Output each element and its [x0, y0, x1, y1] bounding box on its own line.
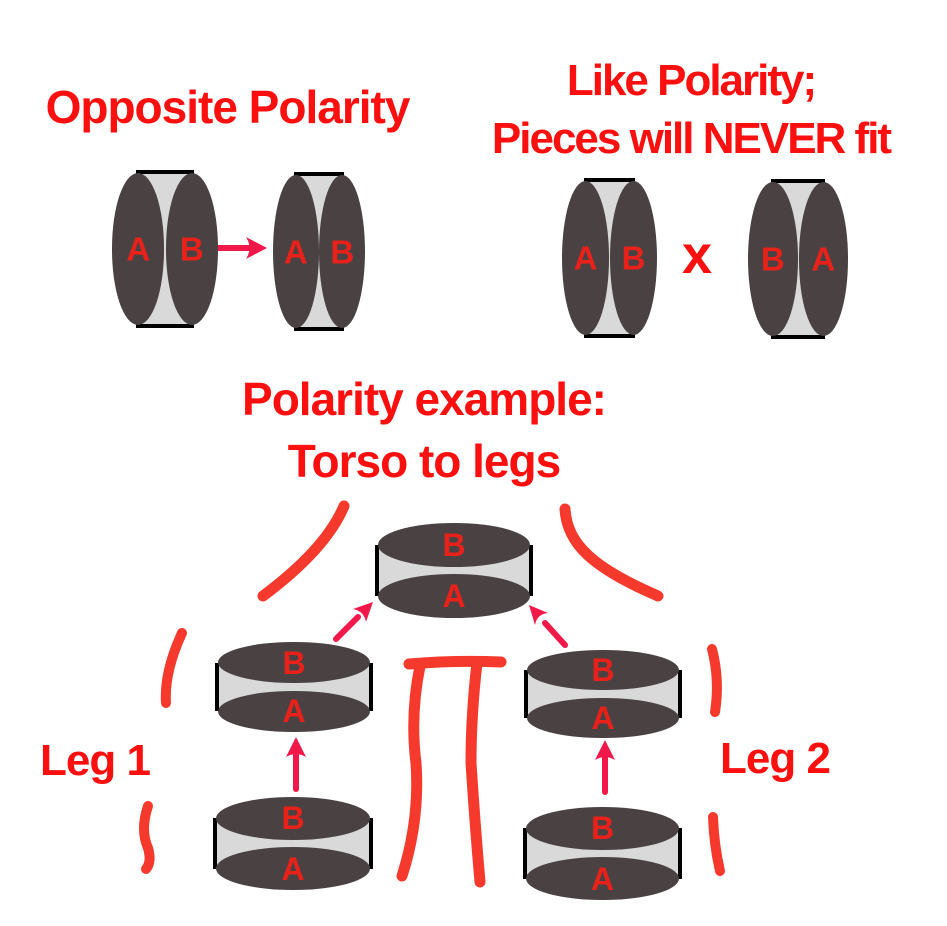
leg1-outer-upper-stroke [160, 628, 187, 708]
polarity-label: A [282, 693, 306, 730]
opposite-polarity-title: Opposite Polarity [45, 81, 411, 133]
polarity-example-title: Polarity example: Torso to legs [154, 368, 694, 492]
polarity-example-title-line1: Polarity example: [242, 373, 607, 425]
piece-face-top [526, 807, 679, 850]
piece-face-right [319, 175, 365, 328]
piece-face-bottom [526, 857, 679, 900]
polarity-label: A [811, 240, 836, 278]
like-polarity-title: Like Polarity; Pieces will NEVER fit [445, 52, 937, 168]
leg1-outer-lower-stroke [139, 801, 155, 874]
leg2-to-torso-arrow-head [529, 605, 548, 625]
piece-like-right: B A [748, 179, 848, 339]
polarity-label: B [621, 239, 646, 277]
polarity-label: B [179, 230, 204, 268]
piece-leg1-lower: B A [213, 797, 373, 890]
piece-face-right [798, 182, 848, 336]
polarity-label: B [282, 644, 306, 681]
leg1-to-torso-arrow [333, 602, 373, 642]
leg2-to-torso-arrow [529, 605, 568, 648]
leg1-to-torso-arrow-head [353, 602, 373, 622]
crotch-right-stroke [465, 657, 486, 888]
no-fit-x-symbol: x [681, 225, 713, 285]
left-shoulder-stroke [257, 500, 350, 602]
opposite-arrow-head [246, 237, 267, 259]
leg2-label: Leg 2 [720, 734, 831, 783]
piece-leg2-lower: B A [523, 807, 682, 900]
piece-like-left: A B [562, 178, 657, 338]
piece-leg2-upper: B A [524, 650, 682, 738]
polarity-label: A [591, 699, 615, 736]
leg2-outer-lower-stroke [708, 812, 725, 876]
polarity-label: B [281, 800, 305, 837]
piece-face-right [609, 181, 657, 335]
polarity-label: A [281, 850, 305, 887]
leg2-to-torso-arrow-shaft [542, 620, 568, 648]
polarity-label: B [442, 526, 466, 563]
piece-face-left [748, 182, 798, 336]
piece-opposite-right: A B [273, 172, 365, 331]
piece-torso: B A [375, 523, 533, 618]
like-polarity-title-line2: Pieces will NEVER fit [491, 114, 892, 163]
polarity-label: B [760, 240, 785, 278]
piece-face-left [562, 181, 610, 335]
piece-face-right [165, 173, 218, 325]
piece-face-top [378, 523, 530, 567]
leg2-stack-arrow [595, 740, 615, 795]
piece-face-bottom [218, 690, 370, 732]
piece-face-bottom [378, 574, 530, 618]
piece-face-left [112, 173, 165, 325]
polarity-label: A [283, 233, 308, 270]
opposite-arrow [210, 237, 267, 259]
polarity-label: A [573, 239, 598, 277]
right-shoulder-stroke [559, 503, 664, 602]
polarity-label: A [126, 230, 151, 268]
piece-face-bottom [216, 847, 370, 890]
piece-opposite-left: A B [112, 170, 218, 328]
piece-face-top [216, 797, 370, 840]
crotch-left-stroke [396, 660, 426, 882]
leg1-stack-arrow-head [286, 737, 306, 757]
leg1-label: Leg 1 [40, 736, 151, 785]
leg2-outer-upper-stroke [707, 644, 722, 717]
like-polarity-title-line1: Like Polarity; [566, 56, 817, 105]
piece-leg1-upper: B A [215, 642, 373, 732]
polarity-label: A [442, 578, 466, 615]
piece-face-bottom [527, 697, 679, 738]
polarity-example-title-line2: Torso to legs [287, 435, 561, 487]
polarity-label: B [330, 233, 355, 270]
polarity-label: B [590, 810, 615, 847]
piece-face-left [273, 175, 319, 328]
polarity-label: A [590, 860, 615, 897]
leg1-stack-arrow [286, 737, 306, 792]
polarity-label: B [591, 652, 615, 689]
leg2-stack-arrow-head [595, 740, 615, 760]
piece-face-top [218, 642, 370, 684]
piece-face-top [527, 650, 679, 691]
leg1-to-torso-arrow-shaft [333, 614, 361, 642]
